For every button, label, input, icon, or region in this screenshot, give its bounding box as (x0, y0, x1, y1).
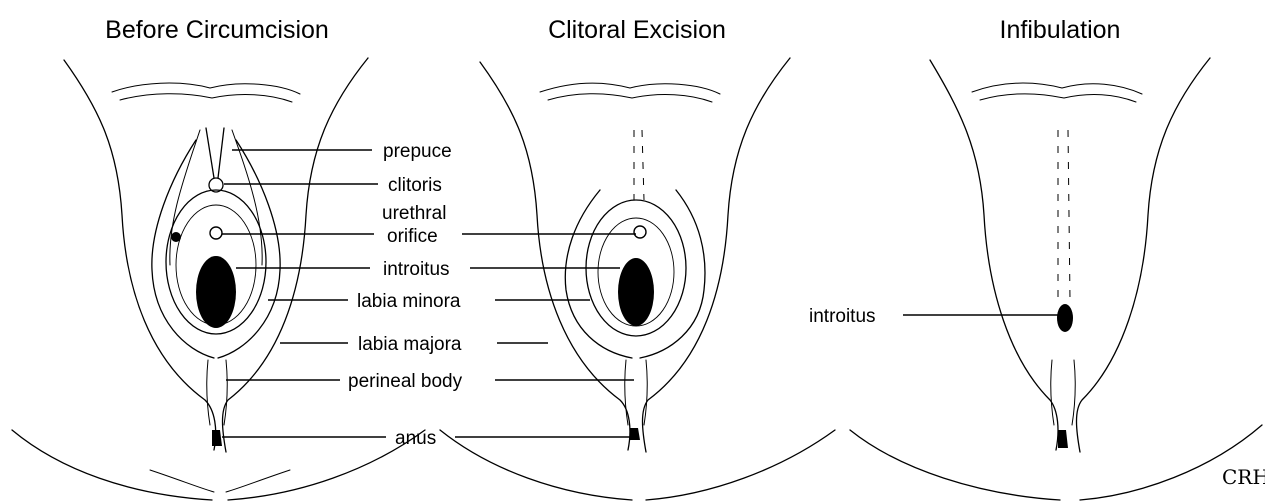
illustration-before (12, 58, 425, 500)
label-perineal-body: perineal body (348, 371, 463, 392)
panel-title-excision: Clitoral Excision (548, 16, 726, 44)
label-urethral: urethral (382, 203, 446, 224)
artist-signature: CRH (1222, 465, 1265, 489)
label-clitoris: clitoris (388, 175, 442, 196)
label-introitus: introitus (383, 259, 450, 280)
label-orifice: orifice (387, 226, 438, 247)
panel-infibulation: Infibulation CRH (850, 16, 1265, 500)
panel-clitoral-excision: Clitoral Excision (440, 16, 835, 500)
panel-before-circumcision: Before Circumcision (12, 16, 425, 500)
panel-title-infibulation: Infibulation (1000, 16, 1121, 44)
label-labia-majora: labia majora (358, 334, 462, 355)
label-infib-introitus: introitus (809, 306, 876, 327)
label-labia-minora: labia minora (357, 291, 461, 312)
label-prepuce: prepuce (383, 141, 452, 162)
illustration-excision (440, 58, 835, 500)
illustration-infibulation (850, 58, 1262, 500)
label-anus: anus (395, 428, 436, 449)
panel-title-before: Before Circumcision (105, 16, 329, 44)
